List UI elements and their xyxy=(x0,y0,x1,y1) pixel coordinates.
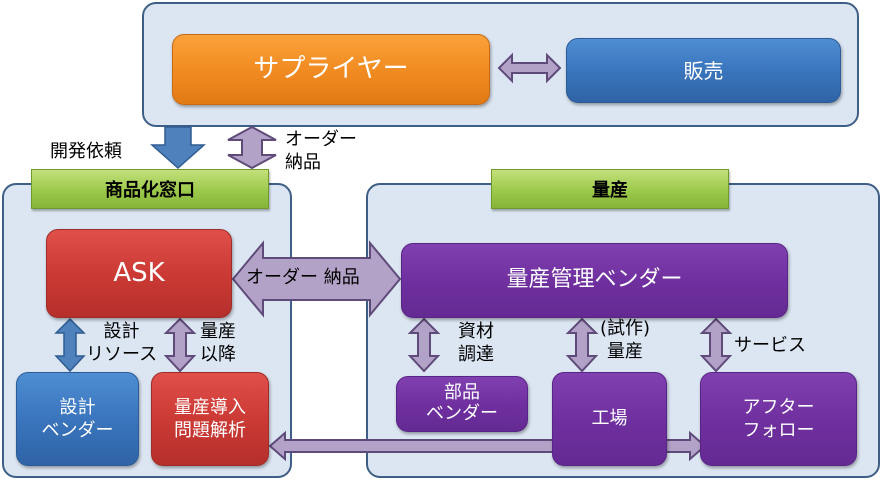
after-follow-line2: フォロー xyxy=(742,420,815,441)
sales-label: 販売 xyxy=(683,58,724,83)
after-mp-line2: 以降 xyxy=(200,343,236,365)
procurement-line2: 調達 xyxy=(458,343,494,365)
ask-box[interactable]: ASK xyxy=(46,229,232,318)
after-mp-arrow xyxy=(163,317,197,373)
mp-vendor-label: 量産管理ベンダー xyxy=(506,267,683,293)
after-follow-line1: アフター xyxy=(742,396,815,418)
order-delivery-top-arrow xyxy=(227,125,277,170)
parts-vendor-line1: 部品 xyxy=(444,382,480,404)
trial-mp-arrow xyxy=(565,317,599,373)
design-vendor-box[interactable]: 設計 ベンダー xyxy=(16,372,139,466)
design-resource-line1: 設計 xyxy=(103,321,140,342)
design-resource-arrow xyxy=(54,317,86,373)
order-delivery-top-label: オーダー 納品 xyxy=(285,128,357,175)
design-vendor-line2: ベンダー xyxy=(41,420,114,441)
mass-production-header-label: 量産 xyxy=(592,180,628,201)
mass-production-header: 量産 xyxy=(491,169,729,209)
mp-vendor-box[interactable]: 量産管理ベンダー xyxy=(401,243,788,318)
design-vendor-line1: 設計 xyxy=(59,396,96,418)
mp-intro-line2: 問題解析 xyxy=(174,420,246,441)
procurement-label: 資材 調達 xyxy=(458,321,494,366)
design-resource-line2: リソース xyxy=(86,343,158,365)
after-mp-label: 量産 以降 xyxy=(200,321,236,366)
supplier-box[interactable]: サプライヤー xyxy=(172,34,490,105)
order-delivery-mid-arrow xyxy=(231,240,402,318)
after-mp-line1: 量産 xyxy=(200,321,236,342)
mp-intro-line1: 量産導入 xyxy=(174,396,246,418)
dev-request-label: 開発依頼 xyxy=(50,141,122,162)
supplier-sales-arrow xyxy=(497,52,562,84)
trial-mp-line2: 量産 xyxy=(607,340,644,362)
supplier-label: サプライヤー xyxy=(253,53,409,84)
dev-request-arrow xyxy=(150,126,206,170)
parts-vendor-box[interactable]: 部品 ベンダー xyxy=(396,376,528,432)
trial-mp-line1: (試作) xyxy=(600,318,651,339)
mp-intro-box[interactable]: 量産導入 問題解析 xyxy=(151,372,269,466)
order-delivery-top-line1: オーダー xyxy=(285,129,357,150)
parts-vendor-line2: ベンダー xyxy=(426,403,498,424)
after-follow-box[interactable]: アフター フォロー xyxy=(700,372,857,466)
design-resource-label: 設計 リソース xyxy=(86,321,157,366)
order-delivery-mid-label: オーダー 納品 xyxy=(246,267,360,288)
trial-mp-label: (試作) 量産 xyxy=(600,318,650,363)
procurement-line1: 資材 xyxy=(458,321,494,342)
service-label: サービス xyxy=(734,335,806,356)
sales-box[interactable]: 販売 xyxy=(566,38,841,103)
commercialization-header: 商品化窓口 xyxy=(31,169,269,209)
order-delivery-top-line2: 納品 xyxy=(285,152,321,174)
factory-label: 工場 xyxy=(591,408,628,430)
procurement-arrow xyxy=(407,317,441,373)
ask-label: ASK xyxy=(113,257,165,288)
service-arrow xyxy=(699,317,733,373)
factory-box[interactable]: 工場 xyxy=(552,372,667,466)
commercialization-header-label: 商品化窓口 xyxy=(105,180,195,201)
